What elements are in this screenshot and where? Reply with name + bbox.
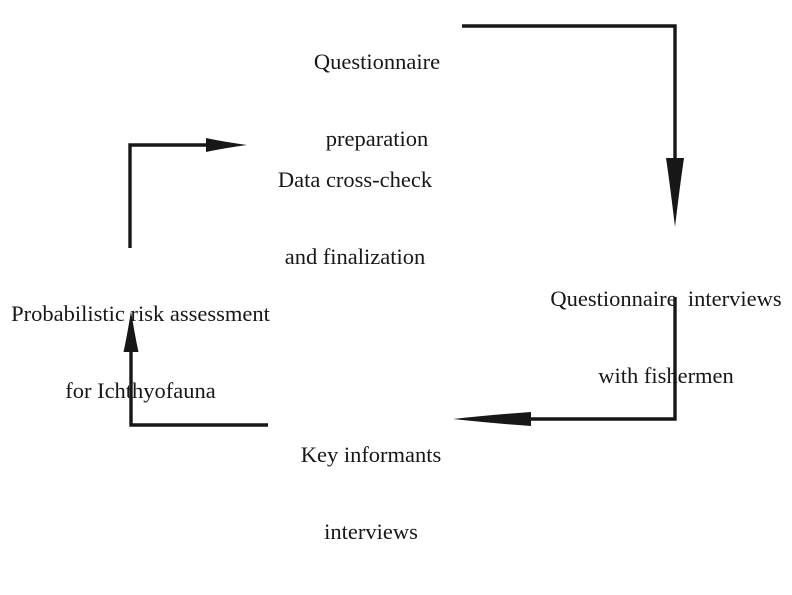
- arrowhead-right-icon: [206, 138, 247, 152]
- node-data-crosscheck: Data cross-check and finalization: [270, 116, 440, 320]
- node-label-line: preparation: [325, 125, 429, 151]
- node-label-line: Probabilistic risk assessment: [11, 301, 270, 326]
- node-questionnaire-interviews: Questionnaire interviews with fishermen: [540, 235, 792, 439]
- flow-diagram: Questionnaire preparation Data cross-che…: [11, 0, 792, 544]
- arrow-risk-to-crosscheck: [128, 138, 247, 248]
- node-label-line: Questionnaire: [313, 49, 441, 74]
- arrowhead-down-icon: [666, 158, 684, 227]
- arrowhead-left-icon: [453, 412, 531, 426]
- arrow-preparation-to-interviews: [462, 24, 684, 227]
- node-key-informants: Key informants interviews: [291, 391, 451, 595]
- flow-arrows: [123, 24, 684, 427]
- node-label-line: interviews: [324, 518, 418, 544]
- arrow-key-informants-to-risk: [123, 311, 268, 427]
- node-questionnaire-preparation: Questionnaire preparation: [297, 0, 457, 202]
- node-label-line: Key informants: [300, 442, 442, 467]
- arrow-interviews-to-key-informants: [453, 297, 677, 426]
- node-probabilistic-risk-assessment: Probabilistic risk assessment for Ichthy…: [0, 250, 281, 454]
- node-label-line: for Ichthyofauna: [65, 377, 216, 403]
- node-label-line: Questionnaire interviews: [550, 286, 782, 311]
- arrowhead-up-icon: [123, 311, 139, 352]
- node-label-line: with fishermen: [598, 362, 734, 388]
- node-label-line: and finalization: [284, 243, 426, 269]
- node-label-line: Data cross-check: [277, 167, 433, 192]
